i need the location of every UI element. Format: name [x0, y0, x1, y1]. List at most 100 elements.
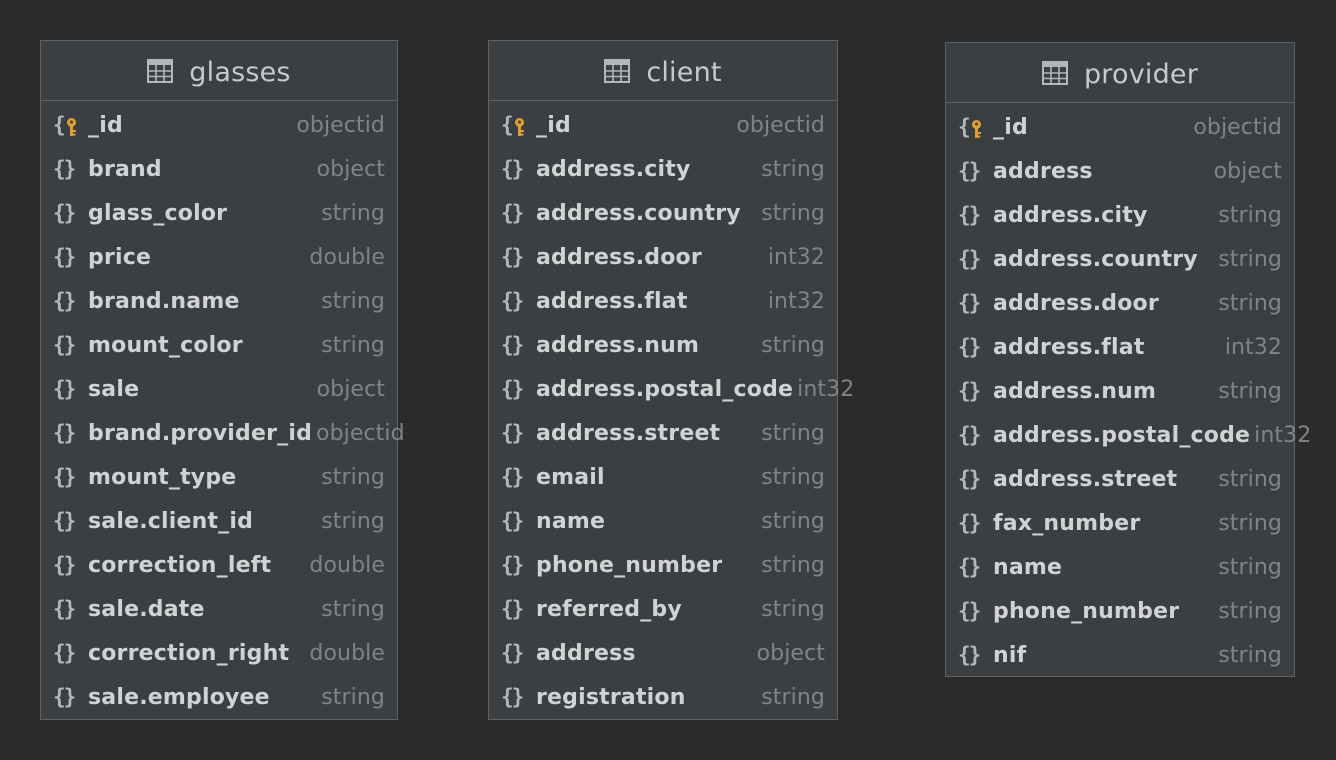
field-name: correction_right	[88, 640, 290, 666]
primary-key-icon	[970, 119, 983, 139]
field-name: name	[993, 554, 1063, 580]
field-type: string	[1218, 598, 1282, 624]
field-name: mount_type	[88, 464, 237, 490]
table-header[interactable]: provider	[946, 43, 1294, 103]
field-type: object	[1213, 158, 1282, 184]
field-name: phone_number	[993, 598, 1180, 624]
object-braces-icon: {}	[53, 420, 76, 445]
field-type: double	[309, 244, 385, 270]
field-name: sale.employee	[88, 684, 270, 710]
field-type: objectid	[1193, 114, 1282, 140]
object-braces-icon: {}	[53, 288, 76, 313]
field-type: string	[1218, 290, 1282, 316]
object-braces-icon: {}	[501, 156, 524, 181]
field-type: string	[1218, 642, 1282, 668]
field-type: string	[1218, 554, 1282, 580]
field-name: name	[536, 508, 606, 534]
object-braces-icon: {}	[958, 202, 981, 227]
object-key-icon: {	[501, 111, 527, 139]
object-braces-icon: {}	[53, 244, 76, 269]
field-name: address.door	[536, 244, 702, 270]
object-key-icon: {	[53, 111, 79, 139]
table-grid-icon	[1041, 60, 1068, 85]
table-title: provider	[1083, 59, 1199, 90]
field-type: string	[321, 200, 385, 226]
field-name: address.postal_code	[536, 376, 794, 402]
object-braces-icon: {}	[53, 684, 76, 709]
field-type: string	[761, 200, 825, 226]
field-type: double	[309, 552, 385, 578]
object-braces-icon: {}	[501, 508, 524, 533]
field-type: int32	[767, 288, 825, 314]
field-name: address.flat	[536, 288, 688, 314]
field-type: objectid	[296, 112, 385, 138]
field-type: string	[761, 464, 825, 490]
field-type: string	[1218, 510, 1282, 536]
object-braces-icon: {}	[501, 596, 524, 621]
object-braces-icon: {}	[958, 466, 981, 491]
field-name: address.num	[536, 332, 700, 358]
object-braces-icon: {}	[501, 200, 524, 225]
field-name: _id	[993, 114, 1028, 140]
field-type: string	[1218, 466, 1282, 492]
field-type: int32	[797, 376, 855, 402]
field-type: object	[316, 156, 385, 182]
field-type: object	[316, 376, 385, 402]
object-braces-icon: {}	[53, 376, 76, 401]
object-braces-icon: {}	[53, 596, 76, 621]
field-row[interactable]: {} name string	[946, 545, 1294, 589]
object-braces-icon: {}	[958, 334, 981, 359]
table-header[interactable]: client	[489, 41, 837, 101]
object-braces-icon: {}	[501, 552, 524, 577]
object-braces-icon: {}	[958, 554, 981, 579]
primary-key-icon	[65, 117, 78, 137]
object-braces-icon: {}	[501, 640, 524, 665]
field-name: brand	[88, 156, 162, 182]
table-header[interactable]: glasses	[41, 41, 397, 101]
